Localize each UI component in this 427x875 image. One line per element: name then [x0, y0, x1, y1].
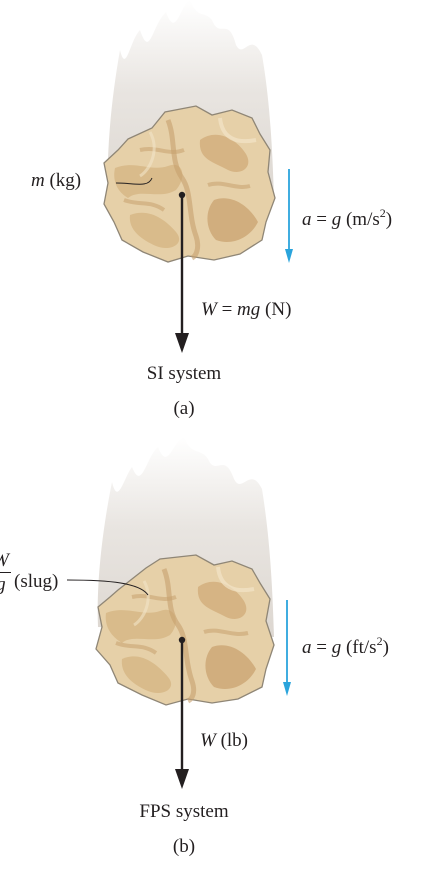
accel-equals: =: [316, 209, 327, 230]
accel-equals: =: [316, 637, 327, 658]
weight-equals: =: [222, 299, 233, 320]
accel-g: g: [332, 637, 342, 658]
acceleration-label: a = g (m/s2): [302, 210, 392, 229]
acceleration-arrow: [285, 169, 293, 263]
accel-g: g: [332, 209, 342, 230]
panel-label: (b): [164, 837, 204, 856]
panel-b-fps-system: W g (slug) a = g (ft/s2) W (lb) FPS syst…: [0, 437, 427, 875]
weight-label: W = mg (N): [201, 300, 291, 319]
mass-symbol: m: [31, 170, 45, 191]
accel-unit: (m/s2): [346, 209, 392, 230]
mass-numerator: W: [0, 551, 11, 572]
accel-unit: (ft/s2): [346, 637, 389, 658]
mass-denominator: g: [0, 573, 11, 594]
mass-label: m (kg): [31, 171, 81, 190]
weight-symbol: W: [201, 299, 217, 320]
panel-label: (a): [164, 399, 204, 418]
weight-label: W (lb): [200, 731, 248, 750]
system-label: SI system: [134, 364, 234, 383]
weight-unit: (N): [265, 299, 291, 320]
system-label: FPS system: [124, 802, 244, 821]
accel-symbol: a: [302, 637, 312, 658]
panel-a-si-system: m (kg) a = g (m/s2) W = mg (N) SI system…: [0, 0, 427, 437]
mass-unit: (slug): [14, 572, 58, 591]
mass-unit: (kg): [49, 170, 81, 191]
acceleration-arrow: [283, 600, 291, 696]
weight-expression: mg: [237, 299, 260, 320]
acceleration-label: a = g (ft/s2): [302, 638, 389, 657]
accel-symbol: a: [302, 209, 312, 230]
weight-unit: (lb): [221, 730, 248, 751]
weight-symbol: W: [200, 730, 216, 751]
mass-fraction: W g: [0, 551, 11, 594]
